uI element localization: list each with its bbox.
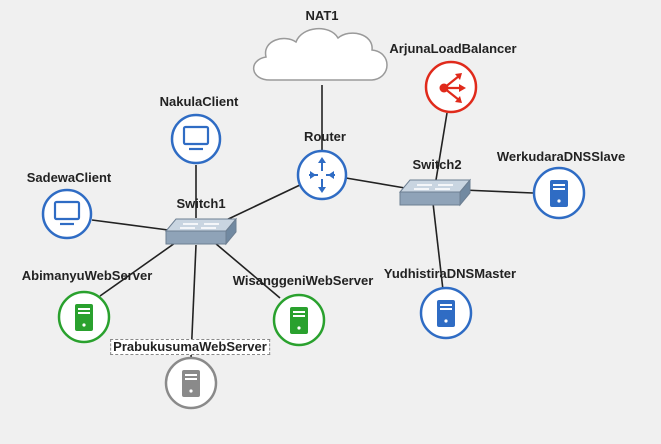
abimanyu-web-server-node[interactable] [57,290,111,344]
prabukusuma-web-server-node[interactable] [164,356,218,410]
nakula-label: NakulaClient [159,94,239,109]
links-layer [91,85,534,359]
switch2-node[interactable] [398,178,472,207]
link-switch1-sadewa [91,219,169,231]
cloud-icon [253,28,388,81]
switch-icon [398,178,472,207]
link-router-switch2 [345,177,406,189]
arjuna-label: ArjunaLoadBalancer [389,41,517,56]
server-icon [437,300,455,327]
nakula-client-node[interactable] [170,113,222,165]
server-icon [182,370,200,397]
link-switch2-yudhistira [432,202,444,291]
arjuna-load-balancer-node[interactable] [424,60,478,114]
server-icon [550,180,568,207]
nat1-label: NAT1 [305,8,339,23]
server-icon [75,304,93,331]
router-node[interactable] [296,149,348,201]
sadewa-client-node[interactable] [41,188,93,240]
wisanggeni-label: WisanggeniWebServer [232,273,374,288]
switch2-label: Switch2 [412,157,462,172]
link-router-switch1 [221,184,301,223]
yudhistira-label: YudhistiraDNSMaster [383,266,517,281]
nat1-cloud[interactable] [253,28,388,81]
link-switch2-werkudara [462,189,534,194]
server-icon [290,307,308,334]
monitor-icon [53,200,81,226]
router-arrows-icon [309,157,335,193]
yudhistira-dns-master-node[interactable] [419,286,473,340]
link-switch2-arjuna [435,112,448,181]
switch-icon [164,217,238,246]
link-switch1-wisanggeni [214,242,281,299]
load-balancer-icon [439,73,466,103]
sadewa-label: SadewaClient [26,170,112,185]
abimanyu-label: AbimanyuWebServer [21,268,153,283]
monitor-icon [182,125,210,151]
link-switch1-abimanyu [99,242,176,297]
switch1-node[interactable] [164,217,238,246]
werkudara-label: WerkudaraDNSSlave [496,149,626,164]
switch1-label: Switch1 [176,196,226,211]
werkudara-dns-slave-node[interactable] [532,166,586,220]
wisanggeni-web-server-node[interactable] [272,293,326,347]
prabukusuma-label: PrabukusumaWebServer [110,339,270,355]
router-label: Router [304,129,346,144]
